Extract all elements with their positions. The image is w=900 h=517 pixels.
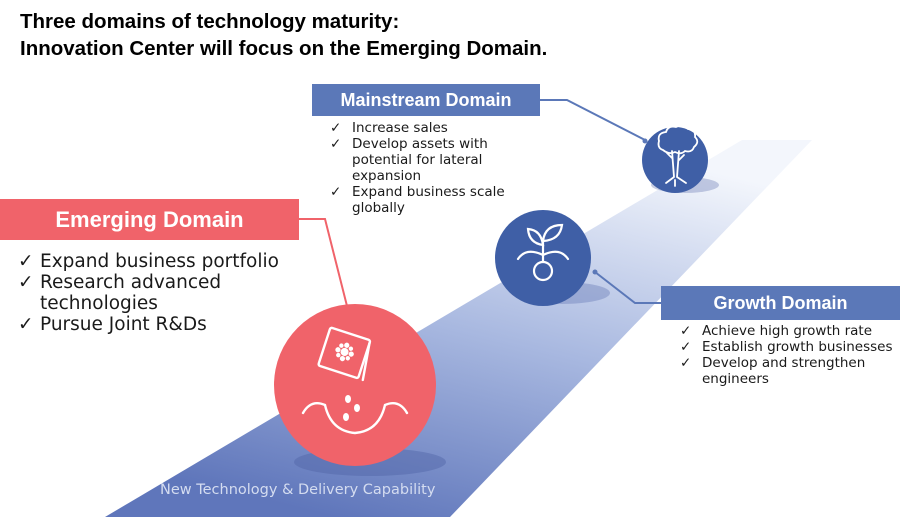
road-label: New Technology & Delivery Capability <box>160 482 436 498</box>
road-path <box>105 140 812 517</box>
check-icon: ✓ <box>330 120 342 136</box>
check-icon: ✓ <box>18 272 34 293</box>
mainstream-list: ✓Increase sales ✓Develop assets with pot… <box>330 120 540 216</box>
page-title: Three domains of technology maturity: In… <box>20 8 547 62</box>
mainstream-domain-label: Mainstream Domain <box>312 84 540 116</box>
list-item: ✓Develop and strengthen engineers <box>680 355 866 387</box>
list-item: ✓Research advanced technologies <box>18 272 222 314</box>
check-icon: ✓ <box>680 323 692 339</box>
mainstream-connector <box>540 99 646 141</box>
list-item: ✓Establish growth businesses <box>680 339 893 355</box>
check-icon: ✓ <box>330 136 342 152</box>
growth-domain-label: Growth Domain <box>661 286 900 320</box>
list-item: ✓Pursue Joint R&Ds <box>18 314 207 335</box>
title-line-2: Innovation Center will focus on the Emer… <box>20 37 548 60</box>
growth-list: ✓Achieve high growth rate ✓Establish gro… <box>680 323 895 387</box>
check-icon: ✓ <box>18 314 34 335</box>
emerging-domain-label: Emerging Domain <box>0 199 299 240</box>
emerging-connector <box>299 218 348 307</box>
list-item: ✓Expand business scale globally <box>330 184 505 216</box>
check-icon: ✓ <box>680 339 692 355</box>
check-icon: ✓ <box>18 251 34 272</box>
growth-connector <box>594 271 661 304</box>
list-item: ✓Achieve high growth rate <box>680 323 873 339</box>
list-item: ✓Expand business portfolio <box>18 251 279 272</box>
seed-packet-icon <box>274 304 436 466</box>
check-icon: ✓ <box>680 355 692 371</box>
list-item: ✓Increase sales <box>330 120 448 136</box>
emerging-list: ✓Expand business portfolio ✓Research adv… <box>18 251 308 335</box>
tree-icon <box>642 124 708 193</box>
title-line-1: Three domains of technology maturity: <box>20 10 400 33</box>
list-item: ✓Develop assets with potential for later… <box>330 136 488 184</box>
sprout-icon <box>495 210 591 306</box>
check-icon: ✓ <box>330 184 342 200</box>
